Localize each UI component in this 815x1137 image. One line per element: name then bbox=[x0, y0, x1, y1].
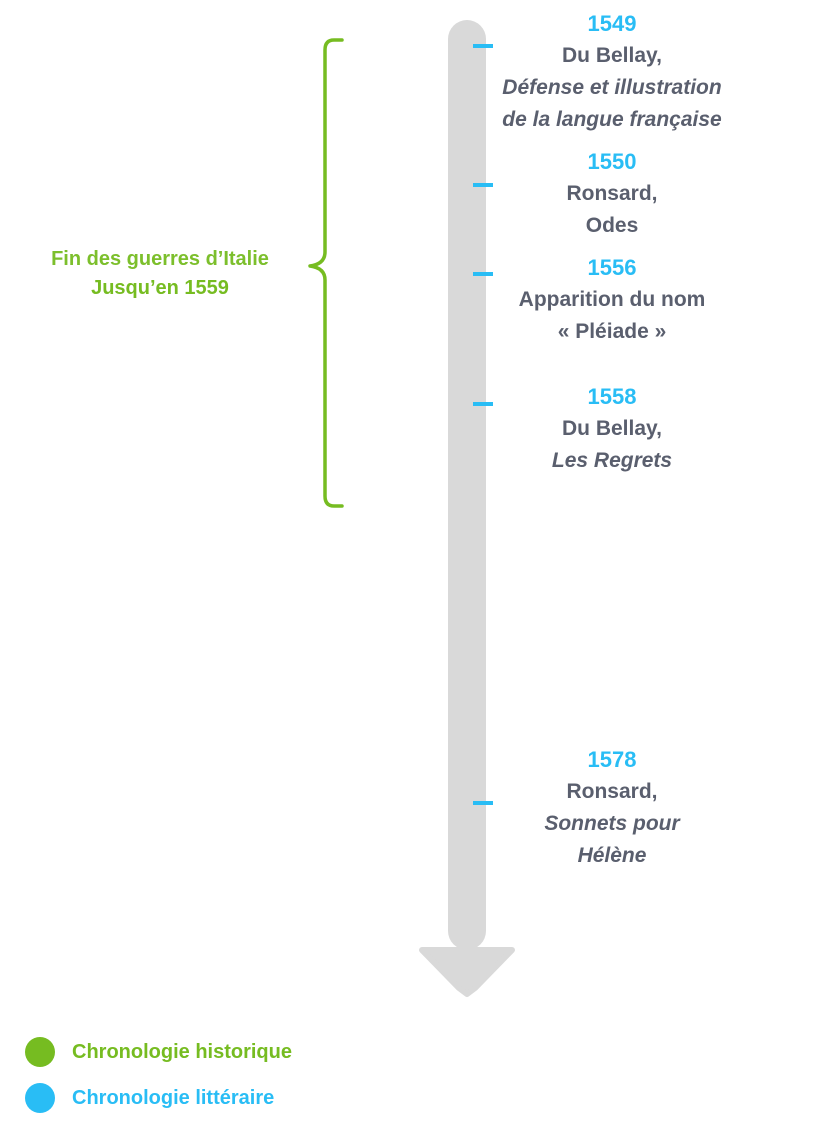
event-work-line: Sonnets pour bbox=[544, 812, 680, 835]
timeline-tick-1550 bbox=[473, 183, 493, 187]
event-year: 1558 bbox=[587, 384, 637, 409]
event-author: Ronsard, bbox=[566, 780, 658, 803]
event-1578: 1578 Ronsard, Sonnets pour Hélène bbox=[462, 744, 762, 872]
event-year: 1556 bbox=[587, 255, 637, 280]
event-author: Du Bellay, bbox=[562, 44, 662, 67]
event-author: Apparition du nom bbox=[518, 288, 706, 311]
legend-dot-historical bbox=[25, 1037, 55, 1067]
event-work-line: de la langue française bbox=[502, 108, 722, 131]
event-author: Du Bellay, bbox=[562, 417, 662, 440]
timeline-tick-1556 bbox=[473, 272, 493, 276]
legend-label-historical: Chronologie historique bbox=[72, 1041, 292, 1063]
legend-dot-literary bbox=[25, 1083, 55, 1113]
event-work-line: Défense et illustration bbox=[502, 76, 722, 99]
event-year: 1550 bbox=[587, 149, 637, 174]
event-1550: 1550 Ronsard, Odes bbox=[462, 146, 762, 242]
event-work-line: « Pléiade » bbox=[557, 320, 667, 343]
event-1556: 1556 Apparition du nom « Pléiade » bbox=[462, 252, 762, 348]
timeline-arrowhead bbox=[419, 947, 515, 997]
historical-period-title: Fin des guerres d’Italie bbox=[51, 248, 269, 270]
event-work-line: Les Regrets bbox=[551, 449, 673, 472]
legend-label-literary: Chronologie littéraire bbox=[72, 1087, 275, 1109]
historical-period-range: Jusqu’en 1559 bbox=[91, 277, 229, 299]
event-year: 1578 bbox=[587, 747, 637, 772]
event-work-line: Hélène bbox=[577, 844, 647, 867]
timeline-tick-1578 bbox=[473, 801, 493, 805]
event-1549: 1549 Du Bellay, Défense et illustration … bbox=[462, 8, 762, 136]
timeline-tick-1549 bbox=[473, 44, 493, 48]
event-1558: 1558 Du Bellay, Les Regrets bbox=[462, 381, 762, 477]
timeline-axis bbox=[448, 20, 486, 950]
period-brace bbox=[308, 38, 344, 508]
event-work-line: Odes bbox=[585, 214, 639, 237]
timeline-tick-1558 bbox=[473, 402, 493, 406]
event-year: 1549 bbox=[587, 11, 637, 36]
event-author: Ronsard, bbox=[566, 182, 658, 205]
historical-period-label: Fin des guerres d’Italie Jusqu’en 1559 bbox=[20, 245, 300, 303]
